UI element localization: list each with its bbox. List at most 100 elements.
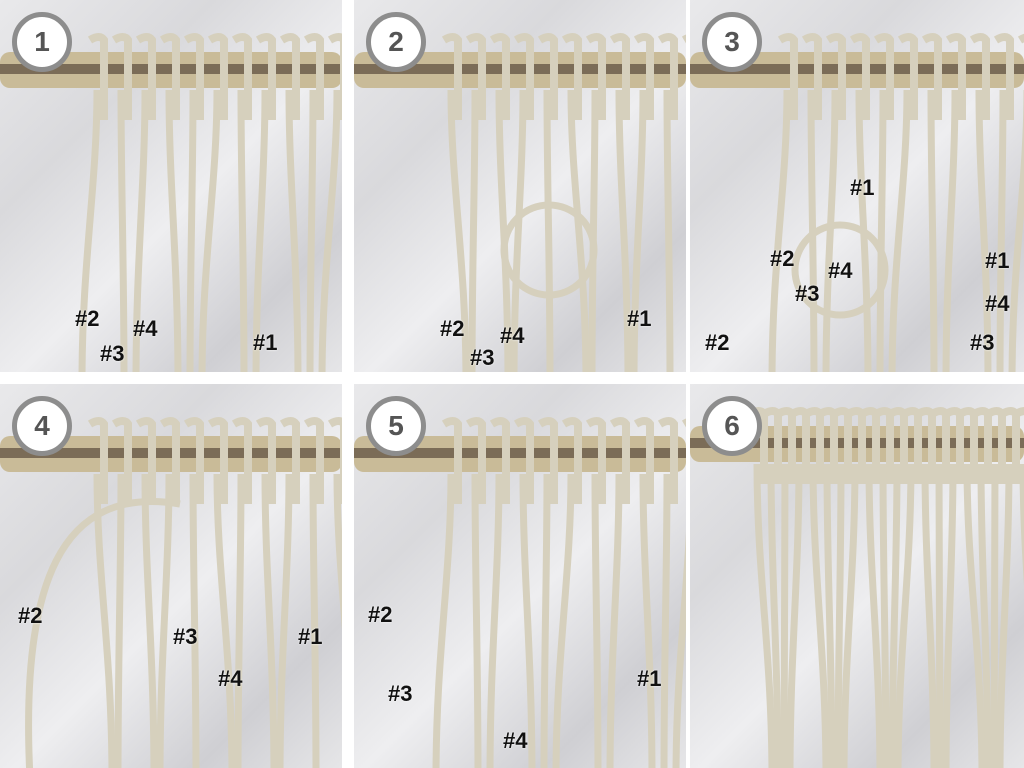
- cord: [588, 89, 599, 372]
- cord-label: #2: [368, 602, 393, 627]
- cord: [894, 463, 915, 768]
- cord-loop: [327, 33, 342, 120]
- cord: [753, 463, 776, 768]
- cord-label: #3: [173, 624, 198, 649]
- cord-loop: [971, 407, 992, 484]
- cord: [447, 89, 470, 372]
- cord-loop: [943, 407, 964, 484]
- cord-loop: [303, 417, 324, 504]
- cord: [213, 473, 236, 768]
- step-panel-4: 4 #2 #3 #1 #4: [0, 384, 342, 768]
- cord-loop: [489, 417, 510, 504]
- cord-loop: [327, 417, 342, 504]
- cord-loop: [585, 33, 606, 120]
- cord: [318, 89, 341, 372]
- cord: [567, 89, 590, 372]
- cord: [333, 473, 342, 631]
- cord: [767, 463, 782, 768]
- cord-loop: [993, 33, 1014, 120]
- cord-label: #4: [133, 316, 158, 341]
- cord: [1008, 89, 1024, 372]
- cord-loop: [873, 33, 894, 120]
- cord-loop: [897, 33, 918, 120]
- cord-loop: [999, 407, 1020, 484]
- cord-loop: [279, 417, 300, 504]
- cord-loop: [945, 33, 966, 120]
- cord: [630, 89, 647, 372]
- cord-loop: [159, 417, 180, 504]
- cord: [935, 463, 944, 768]
- cord-loop: [513, 33, 534, 120]
- step-panel-3: 3 #1 #2 #4 #3 #2 #1 #4 #3: [690, 0, 1024, 372]
- cord: [234, 473, 245, 768]
- cord-loop: [207, 33, 228, 120]
- cord-label: #4: [985, 291, 1010, 316]
- cord: [663, 89, 674, 372]
- cord: [591, 473, 602, 768]
- step-panel-1: 1 #2 #3 #4 #1: [0, 0, 342, 372]
- cord: [606, 473, 623, 768]
- cord-loop: [500, 201, 598, 299]
- cord: [237, 89, 248, 372]
- cord: [471, 473, 482, 768]
- cord-loop: [915, 407, 936, 484]
- cord: [156, 473, 173, 768]
- cord-loop: [859, 407, 880, 484]
- cord: [25, 498, 181, 768]
- cord-label: #1: [850, 175, 875, 200]
- cord-loop: [985, 407, 1006, 484]
- cord: [876, 89, 887, 372]
- cord: [660, 473, 671, 768]
- cord-loop: [845, 407, 866, 484]
- macrame-photo: [0, 417, 342, 768]
- cord: [639, 473, 656, 768]
- cord-label: #3: [970, 330, 995, 355]
- cord: [990, 463, 999, 768]
- cord-loop: [561, 33, 582, 120]
- cord-label: #1: [298, 624, 323, 649]
- cord-loop: [609, 417, 630, 504]
- cord-label: #1: [637, 666, 662, 691]
- cord: [540, 473, 551, 768]
- macrame-photo: [0, 33, 342, 372]
- cord-loop: [921, 33, 942, 120]
- cord: [963, 463, 986, 768]
- cord: [996, 463, 1013, 768]
- cord: [921, 463, 938, 768]
- macrame-photo: [690, 407, 1024, 768]
- cord: [672, 531, 686, 768]
- cord-loop: [183, 33, 204, 120]
- cord: [888, 463, 901, 768]
- cord-loop: [231, 417, 252, 504]
- cord-loop: [1013, 407, 1024, 418]
- cord: [309, 473, 320, 768]
- cord: [198, 89, 221, 372]
- cord: [276, 473, 293, 768]
- cord: [252, 89, 269, 372]
- cord-loop: [775, 407, 796, 484]
- cord-loop: [657, 33, 678, 120]
- cord-loop: [441, 417, 462, 504]
- cord: [117, 89, 128, 372]
- cord-loop: [441, 33, 462, 120]
- cord-loop: [537, 33, 558, 120]
- cord: [189, 473, 200, 768]
- cord-loop: [803, 407, 824, 484]
- cord: [261, 473, 278, 768]
- cord-loop: [207, 417, 228, 504]
- cord-loop: [279, 33, 300, 120]
- dowel-bark: [354, 448, 686, 458]
- cord-loop: [135, 417, 156, 504]
- cord: [114, 473, 125, 768]
- macrame-photo: [354, 33, 686, 372]
- cord: [888, 89, 911, 372]
- cord-loop: [801, 33, 822, 120]
- step-badge: 3: [702, 12, 762, 72]
- cord: [927, 89, 938, 372]
- cord: [306, 89, 317, 372]
- cord-loop: [761, 407, 782, 484]
- cord-loop: [849, 33, 870, 120]
- cord: [975, 89, 992, 372]
- cord-label: #1: [253, 330, 278, 355]
- cord-label: #2: [18, 603, 43, 628]
